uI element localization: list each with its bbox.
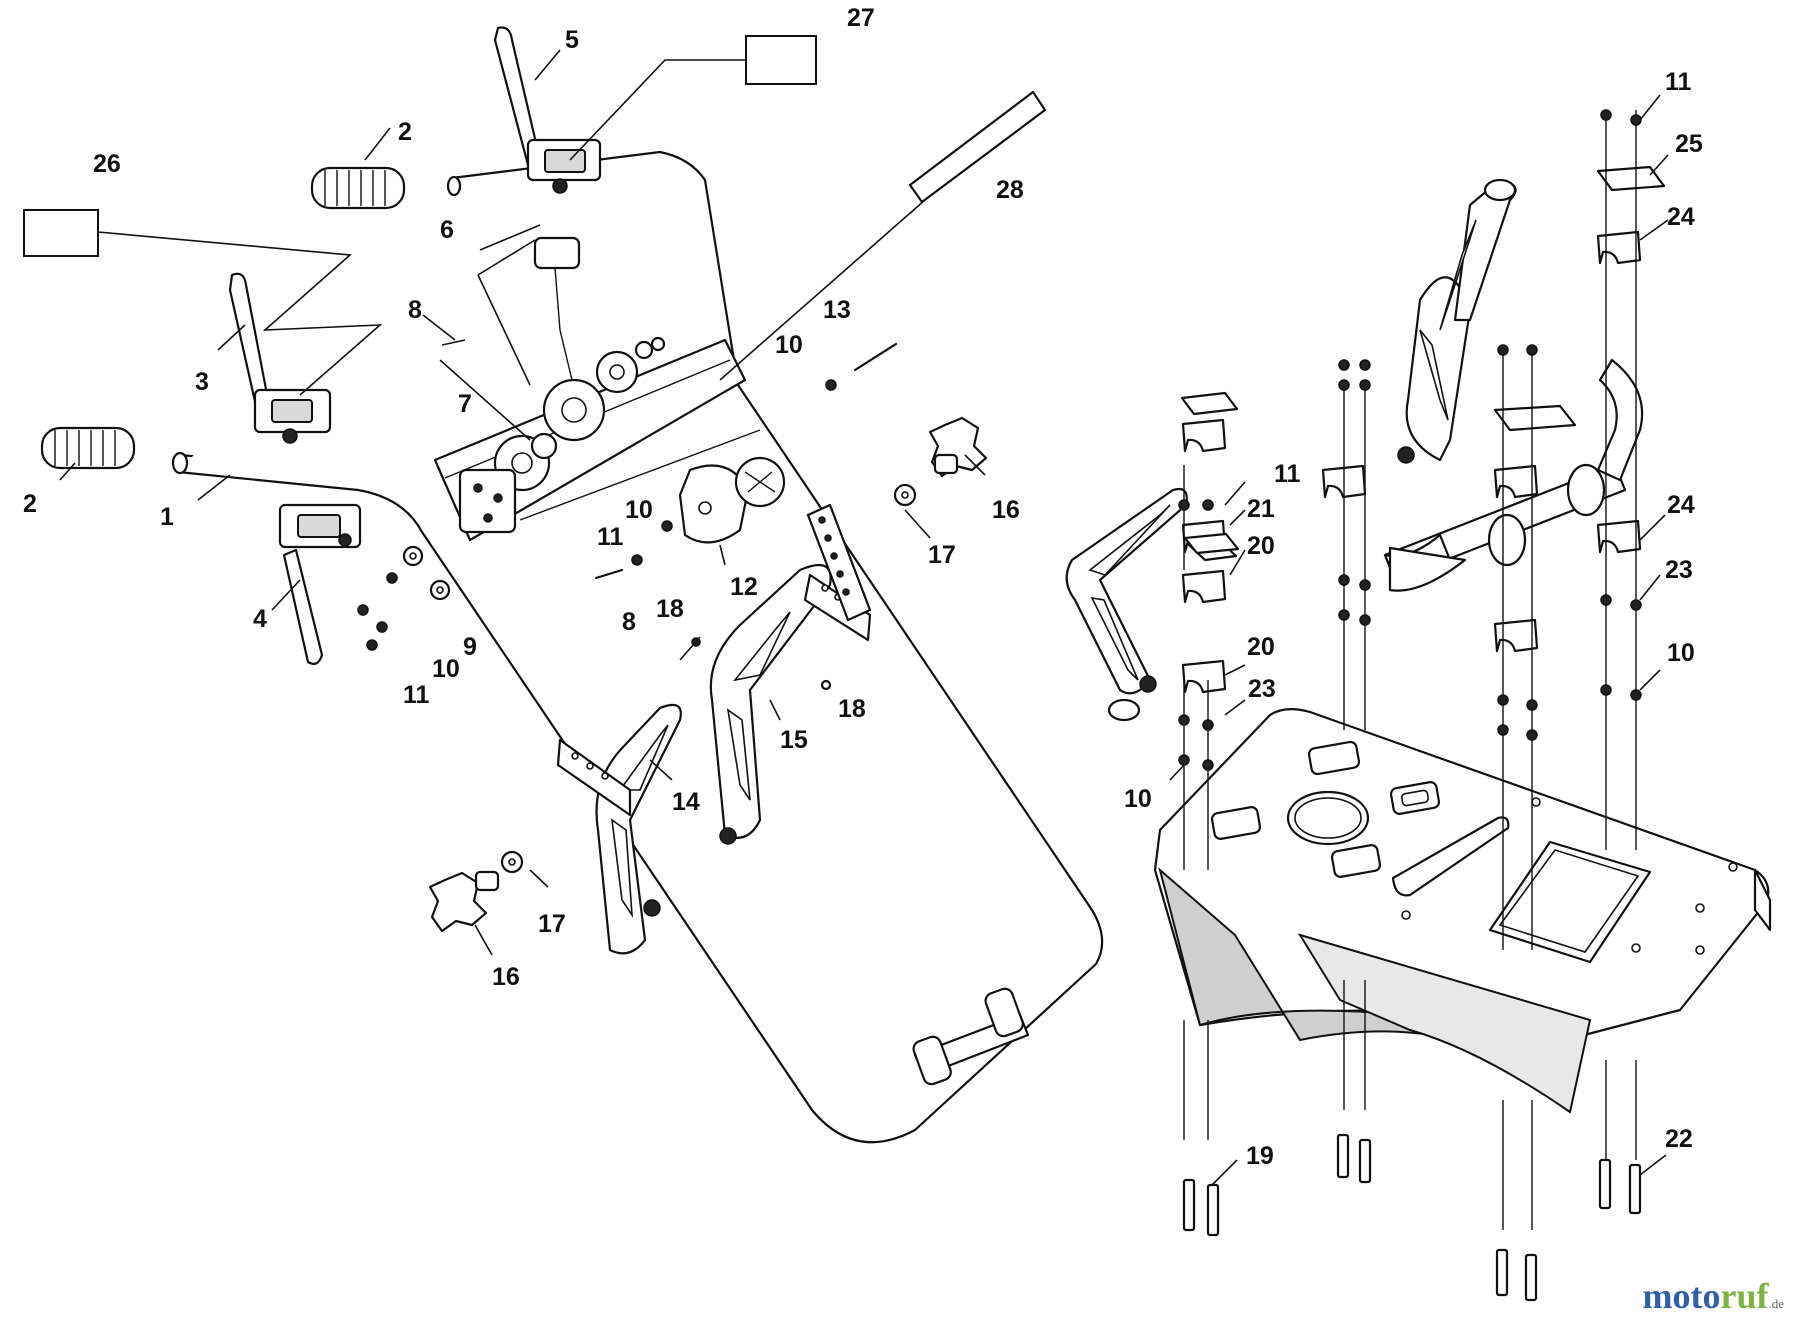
slotted-plate-right (806, 503, 872, 622)
callout-15: 15 (780, 726, 808, 754)
callout-20-upper: 20 (1247, 532, 1275, 560)
star-knob-left (428, 870, 500, 933)
callout-3: 3 (195, 368, 209, 396)
callout-10-right-low: 10 (1124, 785, 1152, 813)
callout-27: 27 (847, 4, 875, 32)
grip-lower (40, 426, 136, 470)
bracket-15 (709, 563, 872, 845)
control-lever-4 (278, 503, 362, 665)
callout-10-top: 10 (775, 331, 803, 359)
callout-6: 6 (440, 216, 454, 244)
lower-cross-tube (912, 987, 1030, 1086)
callout-10-right: 10 (1667, 639, 1695, 667)
bracket-right-lower (1065, 487, 1188, 722)
plates-small (1180, 165, 1666, 555)
bracket-14 (556, 703, 682, 955)
callout-11-top: 11 (1665, 68, 1692, 96)
label-box-27 (745, 35, 817, 85)
callout-2-upper: 2 (398, 118, 412, 146)
callout-9: 9 (463, 633, 477, 661)
callout-11-left: 11 (403, 681, 430, 709)
callout-8-upper: 8 (408, 296, 422, 324)
callout-16-left: 16 (492, 963, 520, 991)
callout-22: 22 (1665, 1125, 1693, 1153)
bolts-bottom (1182, 1133, 1642, 1302)
watermark-brand-b: ruf (1720, 1276, 1769, 1316)
leaders-left (59, 49, 986, 956)
bracket-right-upper (1397, 178, 1517, 464)
callout-10-mid: 10 (625, 496, 653, 524)
callout-28: 28 (996, 176, 1024, 204)
callout-11-mid: 11 (597, 523, 624, 551)
clamp-blocks (1181, 230, 1642, 694)
leader-27 (569, 59, 746, 161)
callout-18-lower: 18 (838, 695, 866, 723)
callout-10-left: 10 (432, 655, 460, 683)
callout-4: 4 (253, 605, 267, 633)
dash-panel (1153, 708, 1772, 1114)
knob-12 (678, 456, 786, 544)
callout-19: 19 (1246, 1142, 1274, 1170)
callout-13: 13 (823, 296, 851, 324)
watermark-tld: .de (1768, 1296, 1784, 1311)
callout-23-left: 23 (1248, 675, 1276, 703)
watermark-logo: motoruf.de (1642, 1275, 1784, 1317)
label-box-26 (23, 209, 99, 257)
callout-24-lower: 24 (1667, 491, 1695, 519)
studs-vertical (1183, 110, 1637, 1230)
mount-plate-7 (458, 432, 558, 534)
callout-8-lower: 8 (622, 608, 636, 636)
callout-5: 5 (565, 26, 579, 54)
callout-14: 14 (672, 788, 700, 816)
callout-11-right: 11 (1274, 460, 1301, 488)
leader-28 (719, 199, 926, 381)
watermark-brand-a: moto (1642, 1276, 1721, 1316)
callout-24-upper: 24 (1667, 203, 1695, 231)
callout-18-upper: 18 (656, 595, 684, 623)
handle-tube-right (1383, 358, 1644, 592)
grip-upper (310, 166, 406, 210)
callout-26: 26 (93, 150, 121, 178)
callout-12: 12 (730, 573, 758, 601)
handle-frame (171, 150, 1104, 1144)
callout-2-lower: 2 (23, 490, 37, 518)
callout-1: 1 (160, 503, 174, 531)
callout-25: 25 (1675, 130, 1703, 158)
callout-21: 21 (1247, 495, 1275, 523)
leader-26 (97, 231, 383, 396)
callout-17-left: 17 (538, 910, 566, 938)
callout-16-right: 16 (992, 496, 1020, 524)
control-lever-5 (493, 26, 602, 194)
leaders-right (1169, 94, 1669, 1186)
callout-7: 7 (458, 390, 472, 418)
control-lever-3 (228, 272, 332, 444)
switch-cable-6 (533, 236, 666, 442)
callout-17-right: 17 (928, 541, 956, 569)
nuts-right (1178, 109, 1642, 771)
callout-23-right: 23 (1665, 556, 1693, 584)
callout-20-lower: 20 (1247, 633, 1275, 661)
label-bar-28 (908, 90, 1047, 204)
